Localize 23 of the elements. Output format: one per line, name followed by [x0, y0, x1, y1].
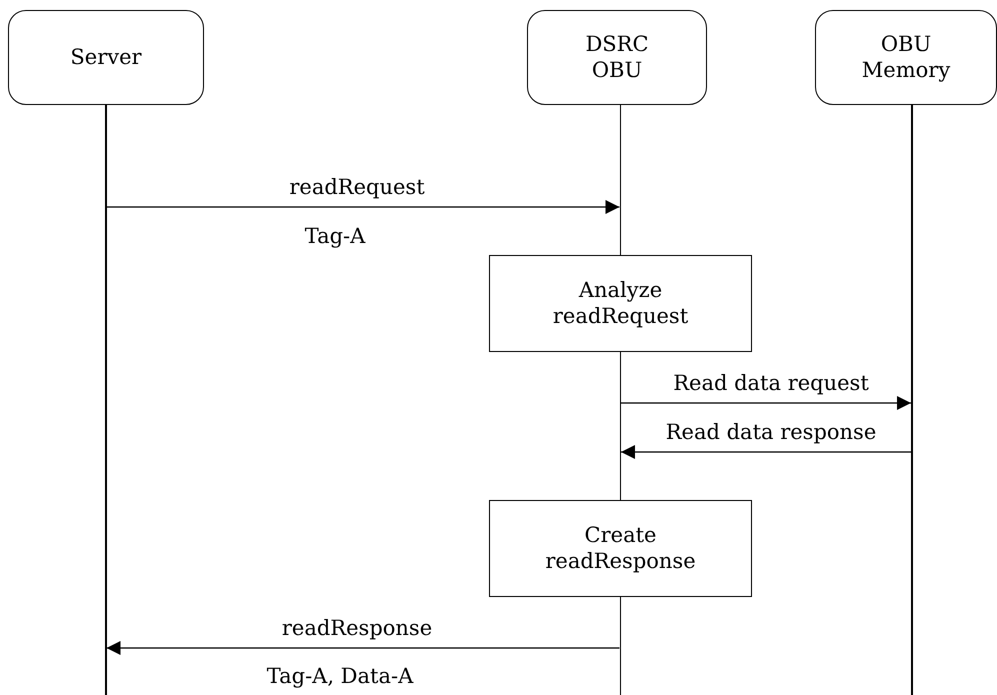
lifeline — [620, 105, 621, 255]
process-box — [489, 500, 752, 597]
lifeline — [911, 105, 912, 695]
node-label: OBU Memory — [862, 32, 950, 83]
lifeline — [620, 597, 621, 695]
lifeline-header-box — [527, 10, 707, 105]
message-arrow — [621, 396, 911, 410]
edge-label: Read data response — [664, 420, 878, 444]
process-box — [489, 255, 752, 352]
message-arrow — [106, 200, 620, 214]
message-arrow — [621, 445, 911, 459]
lifeline — [620, 352, 621, 500]
edge-label: readRequest — [287, 175, 427, 199]
node-label: Server — [70, 44, 142, 70]
edge-label: readResponse — [280, 616, 434, 640]
lifeline — [105, 105, 106, 695]
node-label: Create readResponse — [545, 523, 696, 574]
edge-label: Read data request — [671, 371, 871, 395]
lifeline-header-box — [8, 10, 204, 105]
node-label: Analyze readRequest — [552, 278, 688, 329]
node-label: DSRC OBU — [585, 32, 649, 83]
message-arrow — [106, 641, 620, 655]
lifeline-header-box — [815, 10, 997, 105]
